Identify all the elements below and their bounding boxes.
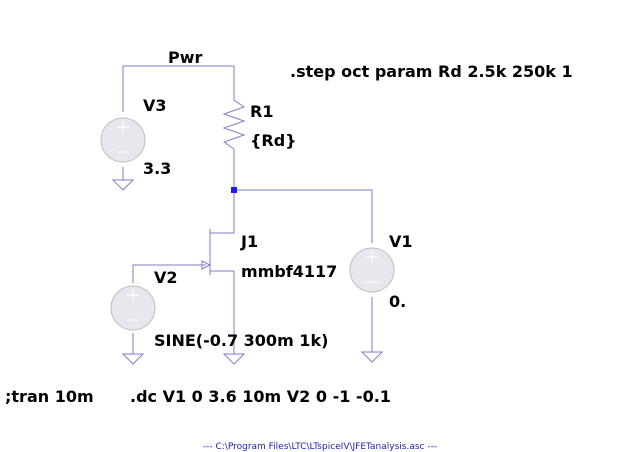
v3-voltage-source[interactable] [100, 117, 146, 163]
r1-name-label[interactable]: R1 [250, 102, 273, 121]
net-label-pwr[interactable]: Pwr [168, 48, 203, 67]
wire-pwr-net [122, 65, 235, 112]
ground-icon [222, 353, 246, 365]
v3-value-label[interactable]: 3.3 [143, 159, 171, 178]
wires [122, 65, 373, 354]
ground-icon [111, 179, 135, 191]
tran-directive[interactable]: ;tran 10m [5, 387, 94, 406]
ground-icon [121, 353, 145, 365]
v3-name-label[interactable]: V3 [143, 96, 167, 115]
j1-model-label[interactable]: mmbf4117 [241, 262, 337, 281]
v1-voltage-source[interactable] [349, 247, 395, 293]
gate-arrow-icon [201, 260, 212, 270]
step-directive[interactable]: .step oct param Rd 2.5k 250k 1 [290, 62, 573, 81]
wire-drain-to-v1 [234, 189, 373, 243]
v2-name-label[interactable]: V2 [154, 268, 178, 287]
ground-icon [360, 351, 384, 363]
j1-jfet[interactable] [201, 229, 235, 275]
j1-name-label[interactable]: J1 [240, 232, 258, 251]
wire-v2-to-gate [132, 264, 206, 283]
junction-dot[interactable] [231, 187, 237, 193]
v1-value-label[interactable]: 0. [389, 292, 406, 311]
file-path-footer: --- C:\Program Files\LTC\LTspiceIV\JFETa… [203, 442, 437, 452]
r1-resistor[interactable] [222, 95, 246, 150]
v2-voltage-source[interactable] [110, 285, 156, 331]
v1-name-label[interactable]: V1 [389, 232, 413, 251]
dc-directive[interactable]: .dc V1 0 3.6 10m V2 0 -1 -0.1 [130, 387, 391, 406]
v2-value-label[interactable]: SINE(-0.7 300m 1k) [154, 331, 328, 350]
r1-value-label[interactable]: {Rd} [250, 131, 297, 150]
